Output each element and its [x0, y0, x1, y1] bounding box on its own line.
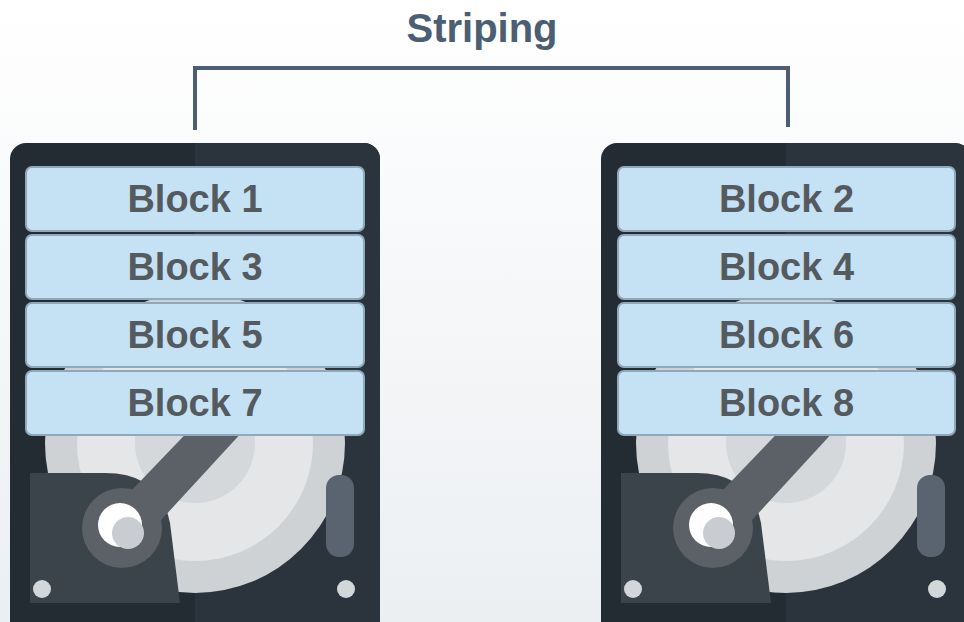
data-block: Block 8: [617, 370, 956, 436]
block-label: Block 8: [719, 382, 854, 425]
data-block: Block 5: [25, 302, 365, 368]
block-label: Block 6: [719, 314, 854, 357]
diagram-title: Striping: [0, 6, 964, 51]
block-label: Block 3: [127, 246, 262, 289]
data-block: Block 1: [25, 166, 365, 232]
striping-bracket: [195, 68, 788, 130]
data-block: Block 4: [617, 234, 956, 300]
block-label: Block 1: [127, 178, 262, 221]
block-label: Block 5: [127, 314, 262, 357]
data-block: Block 2: [617, 166, 956, 232]
data-block: Block 3: [25, 234, 365, 300]
block-label: Block 7: [127, 382, 262, 425]
data-block: Block 6: [617, 302, 956, 368]
block-label: Block 4: [719, 246, 854, 289]
data-block: Block 7: [25, 370, 365, 436]
block-label: Block 2: [719, 178, 854, 221]
